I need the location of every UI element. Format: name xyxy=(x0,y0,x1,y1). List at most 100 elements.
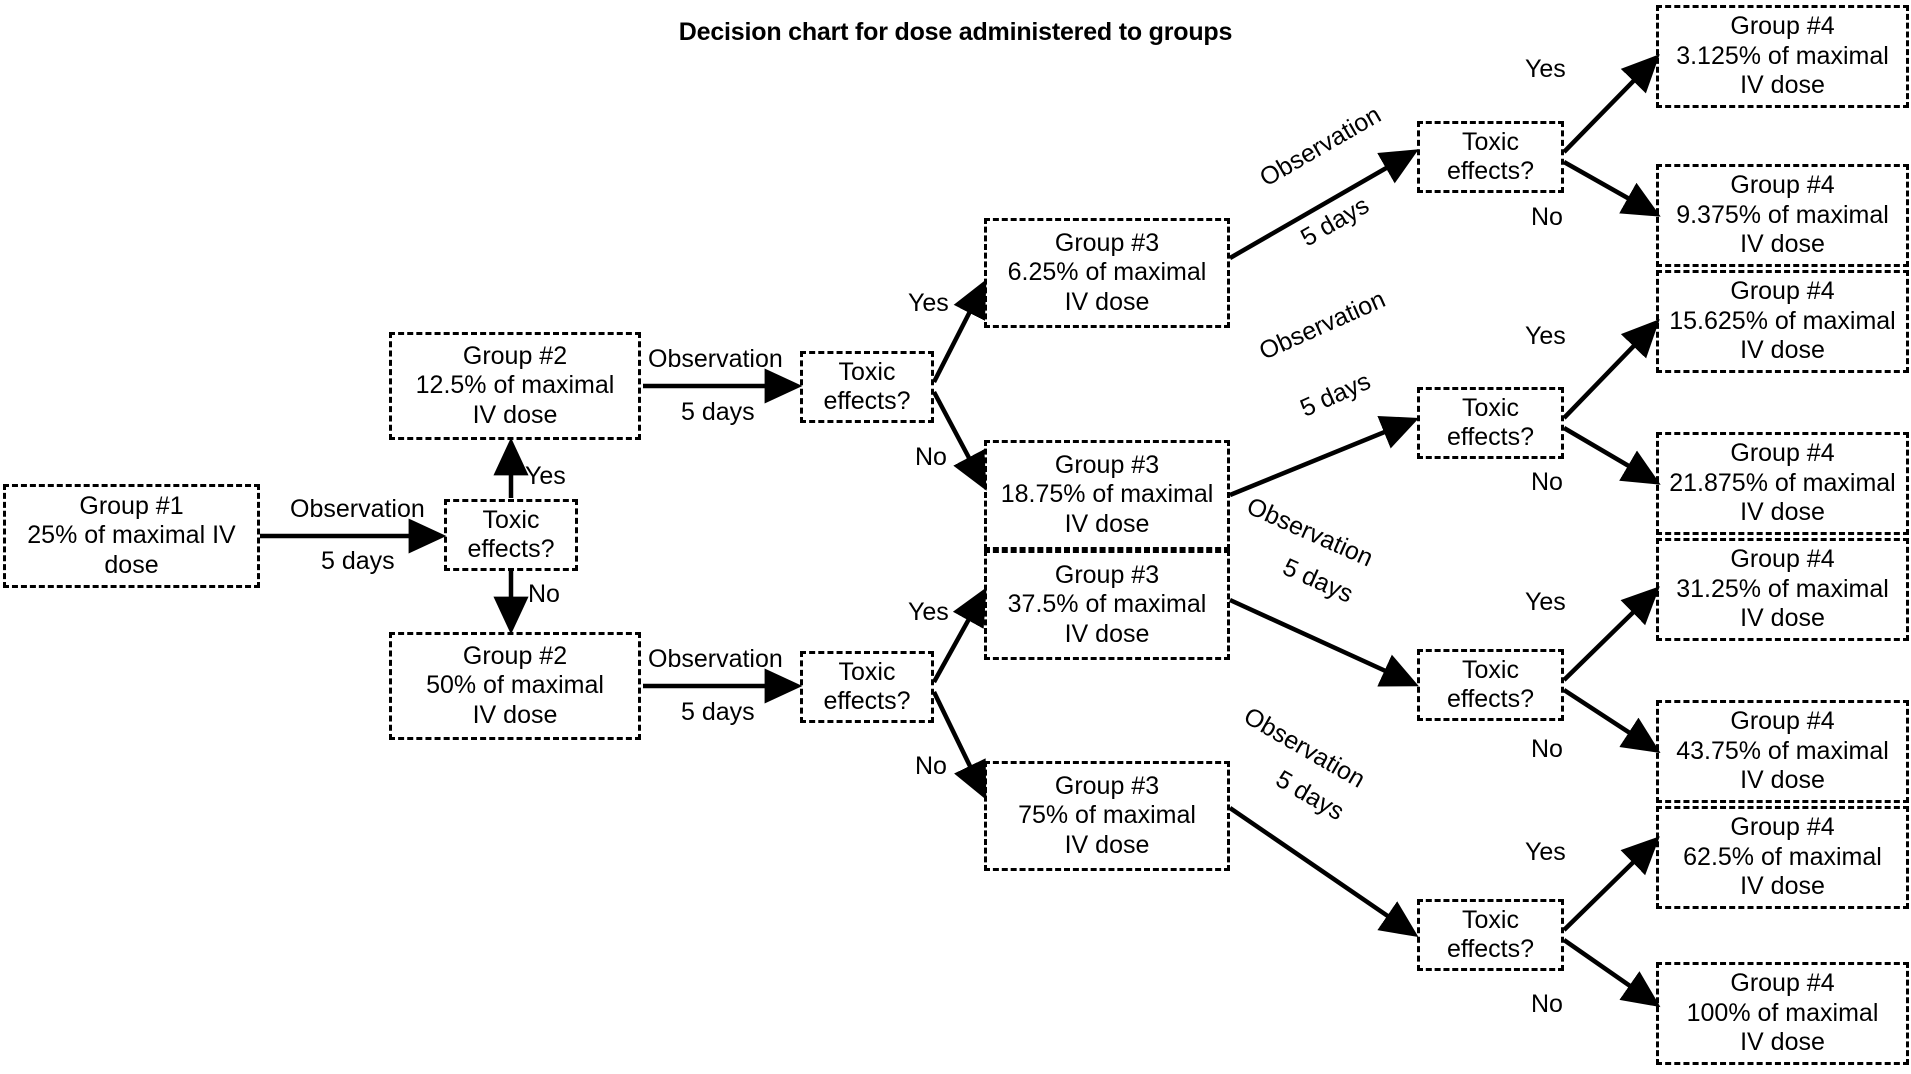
node-group3-a-line3: IV dose xyxy=(1064,287,1150,316)
edge-label-yes-2: Yes xyxy=(908,289,949,317)
decision-toxic-effects-3[interactable]: Toxic effects? xyxy=(800,651,934,723)
node-group4-6[interactable]: Group #4 43.75% of maximal IV dose xyxy=(1656,700,1909,803)
node-group4-5[interactable]: Group #4 31.25% of maximal IV dose xyxy=(1656,538,1909,641)
node-group4-4-line3: IV dose xyxy=(1740,498,1825,527)
node-group4-7-line2: 62.5% of maximal xyxy=(1683,842,1882,871)
edge-label-yes-5: Yes xyxy=(1525,322,1566,350)
edge-label-5days-4: 5 days xyxy=(1296,191,1374,253)
decision-1-line1: Toxic xyxy=(482,505,540,534)
node-group4-6-line1: Group #4 xyxy=(1730,707,1835,736)
node-group2-bottom-line3: IV dose xyxy=(472,700,558,729)
node-group2-bottom[interactable]: Group #2 50% of maximal IV dose xyxy=(389,632,641,740)
edge-label-yes-6: Yes xyxy=(1525,588,1566,616)
node-group3-c[interactable]: Group #3 37.5% of maximal IV dose xyxy=(984,550,1230,660)
edge-label-no-4: No xyxy=(1531,203,1563,231)
node-group1-line2: 25% of maximal IV xyxy=(27,521,236,550)
node-group3-c-line1: Group #3 xyxy=(1054,560,1160,589)
node-group4-5-line2: 31.25% of maximal xyxy=(1676,574,1889,603)
edge-label-observation-4: Observation xyxy=(1255,100,1386,193)
edge-d7-to-g47 xyxy=(1562,836,1660,932)
decision-4-line1: Toxic xyxy=(1462,127,1519,156)
node-group4-3-line3: IV dose xyxy=(1740,336,1825,365)
node-group3-a[interactable]: Group #3 6.25% of maximal IV dose xyxy=(984,218,1230,328)
node-group2-top-line3: IV dose xyxy=(472,400,558,429)
edge-d7-to-g48 xyxy=(1562,938,1661,1008)
edge-label-yes-3: Yes xyxy=(908,598,949,626)
node-group1-line3: dose xyxy=(104,550,159,579)
node-group2-top-line2: 12.5% of maximal xyxy=(415,371,615,400)
edge-label-no-1: No xyxy=(528,580,560,608)
node-group4-5-line3: IV dose xyxy=(1740,604,1825,633)
decision-toxic-effects-2[interactable]: Toxic effects? xyxy=(800,351,934,423)
decision-2-line1: Toxic xyxy=(838,357,896,386)
node-group3-d-line1: Group #3 xyxy=(1054,771,1160,800)
node-group4-6-line3: IV dose xyxy=(1740,766,1825,795)
decision-5-line2: effects? xyxy=(1446,423,1535,451)
edge-label-5days-2: 5 days xyxy=(681,398,755,426)
node-group2-top[interactable]: Group #2 12.5% of maximal IV dose xyxy=(389,332,641,440)
edge-label-yes-7: Yes xyxy=(1525,838,1566,866)
node-group4-7-line1: Group #4 xyxy=(1730,813,1835,842)
edge-label-no-3: No xyxy=(915,752,947,780)
node-group4-2[interactable]: Group #4 9.375% of maximal IV dose xyxy=(1656,164,1909,267)
node-group2-bottom-line1: Group #2 xyxy=(462,641,568,670)
node-group4-3-line1: Group #4 xyxy=(1730,277,1835,306)
decision-toxic-effects-1[interactable]: Toxic effects? xyxy=(444,499,578,571)
node-group3-b-line1: Group #3 xyxy=(1054,450,1160,479)
node-group4-8-line2: 100% of maximal xyxy=(1686,998,1879,1027)
node-group3-c-line3: IV dose xyxy=(1064,619,1150,648)
decision-toxic-effects-5[interactable]: Toxic effects? xyxy=(1417,387,1564,459)
node-group4-4-line2: 21.875% of maximal xyxy=(1669,468,1896,497)
edge-g3c-to-d6 xyxy=(1229,597,1419,687)
node-group4-6-line2: 43.75% of maximal xyxy=(1676,736,1889,765)
chart-title: Decision chart for dose administered to … xyxy=(678,18,1233,46)
node-group3-d-line3: IV dose xyxy=(1064,830,1150,859)
decision-toxic-effects-4[interactable]: Toxic effects? xyxy=(1417,121,1564,193)
node-group4-3[interactable]: Group #4 15.625% of maximal IV dose xyxy=(1656,270,1909,373)
node-group3-a-line2: 6.25% of maximal xyxy=(1007,258,1207,287)
node-group2-top-line1: Group #2 xyxy=(462,341,568,370)
node-group1-line1: Group #1 xyxy=(79,491,184,520)
node-group4-1[interactable]: Group #4 3.125% of maximal IV dose xyxy=(1656,5,1909,108)
node-group4-8[interactable]: Group #4 100% of maximal IV dose xyxy=(1656,962,1909,1065)
edge-d6-to-g46 xyxy=(1562,688,1661,753)
decision-toxic-effects-7[interactable]: Toxic effects? xyxy=(1417,899,1564,971)
edge-g3d-to-d7 xyxy=(1228,806,1419,938)
node-group3-d[interactable]: Group #3 75% of maximal IV dose xyxy=(984,761,1230,871)
node-group4-4[interactable]: Group #4 21.875% of maximal IV dose xyxy=(1656,432,1909,535)
decision-2-line2: effects? xyxy=(823,387,911,415)
edge-g3b-to-d5 xyxy=(1229,415,1420,498)
node-group4-2-line2: 9.375% of maximal xyxy=(1676,200,1889,229)
decision-7-line1: Toxic xyxy=(1462,905,1519,934)
node-group4-7[interactable]: Group #4 62.5% of maximal IV dose xyxy=(1656,806,1909,909)
edge-label-no-5: No xyxy=(1531,468,1563,496)
decision-7-line2: effects? xyxy=(1446,935,1535,963)
decision-toxic-effects-6[interactable]: Toxic effects? xyxy=(1417,649,1564,721)
node-group4-3-line2: 15.625% of maximal xyxy=(1669,306,1896,335)
node-group4-1-line2: 3.125% of maximal xyxy=(1676,41,1889,70)
edge-label-yes-4: Yes xyxy=(1525,55,1566,83)
edge-label-5days-5: 5 days xyxy=(1296,367,1375,423)
node-group4-8-line3: IV dose xyxy=(1740,1028,1825,1057)
edge-label-observation-3: Observation xyxy=(648,645,783,673)
decision-6-line2: effects? xyxy=(1446,685,1535,713)
edge-label-yes-1: Yes xyxy=(525,462,566,490)
node-group1[interactable]: Group #1 25% of maximal IV dose xyxy=(3,484,260,588)
edge-label-observation-1: Observation xyxy=(290,495,425,523)
node-group4-4-line1: Group #4 xyxy=(1730,439,1835,468)
node-group4-8-line1: Group #4 xyxy=(1730,969,1835,998)
edge-d4-to-g41 xyxy=(1562,54,1660,154)
node-group4-2-line1: Group #4 xyxy=(1730,171,1835,200)
edge-label-5days-1: 5 days xyxy=(321,547,395,575)
node-group4-1-line3: IV dose xyxy=(1740,71,1825,100)
edge-label-observation-2: Observation xyxy=(648,345,783,373)
decision-6-line1: Toxic xyxy=(1462,655,1519,684)
node-group4-5-line1: Group #4 xyxy=(1730,545,1835,574)
node-group3-b[interactable]: Group #3 18.75% of maximal IV dose xyxy=(984,440,1230,550)
edge-label-no-2: No xyxy=(915,443,947,471)
node-group4-2-line3: IV dose xyxy=(1740,230,1825,259)
node-group3-c-line2: 37.5% of maximal xyxy=(1007,590,1207,619)
decision-4-line2: effects? xyxy=(1446,157,1535,185)
